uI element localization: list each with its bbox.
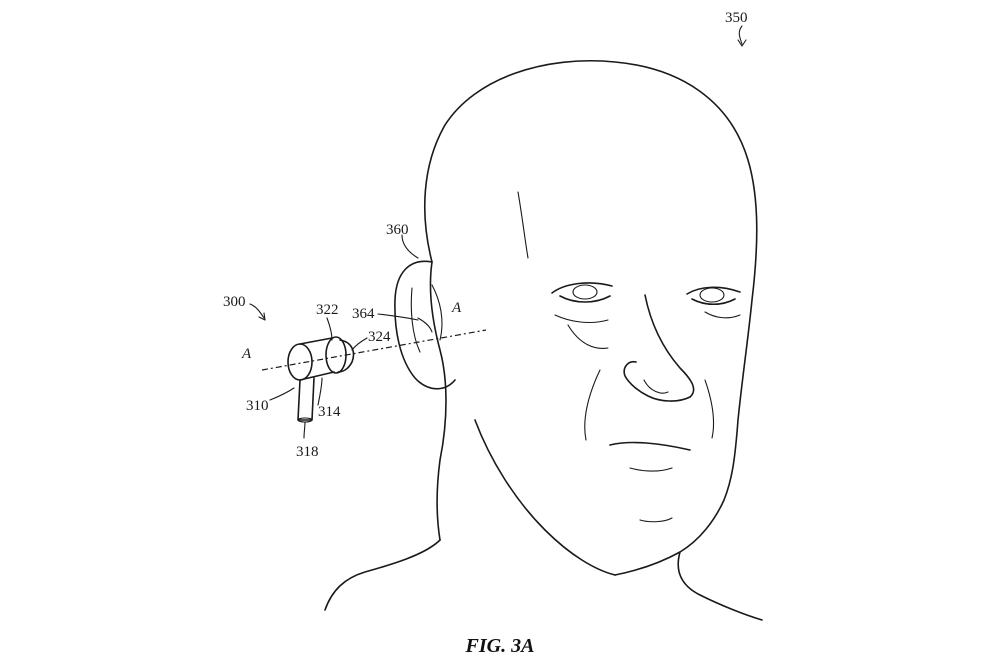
- chin-line: [639, 517, 673, 523]
- leader-318: [303, 421, 306, 439]
- label-318: 318: [296, 444, 319, 460]
- leader-lines: [249, 25, 747, 439]
- leader-322: [326, 317, 333, 341]
- label-314: 314: [318, 404, 341, 420]
- nose-bridge: [644, 294, 695, 398]
- mouth-line: [609, 441, 691, 451]
- label-322: 322: [316, 302, 339, 318]
- back-of-head: [429, 261, 447, 541]
- leader-324: [351, 337, 368, 351]
- nostril: [643, 379, 669, 394]
- right-eye-iris: [699, 287, 725, 303]
- right-nasolabial: [704, 379, 715, 439]
- ear-helix: [431, 284, 443, 341]
- arrow-350: [737, 39, 747, 47]
- leader-300: [249, 303, 265, 319]
- arrow-300: [258, 312, 266, 321]
- label-axis-right: A: [451, 300, 462, 316]
- label-300: 300: [223, 294, 246, 310]
- head-drawing: [324, 59, 763, 621]
- left-eye-lower: [559, 295, 611, 303]
- label-310: 310: [246, 398, 269, 414]
- right-eye-lower: [691, 298, 736, 306]
- leader-350: [738, 25, 743, 45]
- label-324: 324: [368, 329, 391, 345]
- right-under-eye: [704, 311, 741, 319]
- left-cheek-line: [567, 324, 609, 349]
- earbud-tip-cap: [325, 336, 347, 374]
- earbud-tip-end: [337, 339, 355, 373]
- left-under-eye: [554, 314, 609, 324]
- label-360: 360: [386, 222, 409, 238]
- forehead-contour: [517, 191, 529, 259]
- earbud-stem: [297, 377, 315, 421]
- head-outline: [423, 59, 758, 576]
- axis-a-a: [261, 329, 487, 371]
- left-eye-iris: [572, 284, 598, 300]
- label-axis-left: A: [241, 346, 252, 362]
- neck-right: [677, 551, 763, 621]
- neck-left: [324, 539, 441, 611]
- label-364: 364: [352, 306, 375, 322]
- jaw-line: [474, 419, 616, 576]
- lower-lip: [629, 467, 673, 472]
- right-eye-upper: [686, 286, 741, 295]
- label-350: 350: [725, 10, 748, 26]
- leader-364: [377, 313, 419, 321]
- ear-inner: [410, 287, 421, 353]
- left-nasolabial: [584, 369, 601, 441]
- leader-314: [317, 377, 323, 406]
- ear-canal: [417, 317, 433, 333]
- leader-360: [401, 234, 419, 259]
- nose-bottom: [623, 360, 691, 402]
- leader-310: [269, 387, 295, 401]
- earbud-housing-body: [299, 337, 335, 381]
- ear-outer: [394, 260, 456, 390]
- left-eye-upper: [551, 282, 613, 294]
- figure-caption: FIG. 3A: [465, 635, 535, 657]
